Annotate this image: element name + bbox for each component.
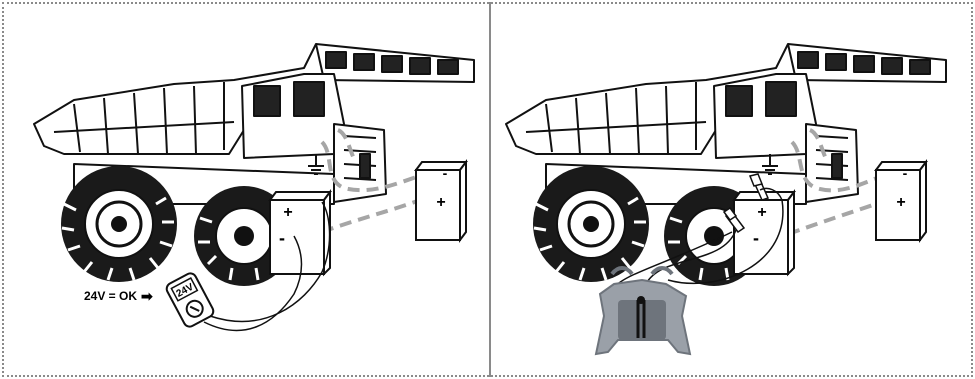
truck-battery-minus: - (753, 228, 759, 248)
rear-wheel (533, 166, 649, 282)
truck-battery: + - (734, 192, 794, 274)
rear-wheel (61, 166, 177, 282)
jump-starter-pack (596, 268, 690, 354)
truck-battery-plus: + (757, 204, 766, 221)
jump-start-illustration: + - - + (492, 4, 970, 375)
voltage-check-illustration: + - - + 24V 24V = OK ➡ (4, 4, 488, 375)
external-battery-minus: - (443, 165, 448, 181)
panel-voltage-check: + - - + 24V 24V = OK ➡ (4, 4, 488, 375)
truck-battery-plus: + (283, 204, 292, 221)
external-battery: - + (876, 162, 926, 240)
panel-divider (489, 2, 491, 377)
truck-battery-minus: - (279, 228, 285, 248)
external-battery: - + (416, 162, 466, 240)
arrow-right-icon: ➡ (141, 288, 153, 304)
truck-battery: + - (270, 192, 330, 274)
voltmeter: 24V (165, 271, 216, 328)
external-battery-minus: - (903, 165, 908, 181)
voltage-check-label: 24V = OK (84, 289, 137, 303)
external-battery-plus: + (436, 194, 445, 211)
panel-jump-start: + - - + (492, 4, 970, 375)
external-battery-plus: + (896, 194, 905, 211)
